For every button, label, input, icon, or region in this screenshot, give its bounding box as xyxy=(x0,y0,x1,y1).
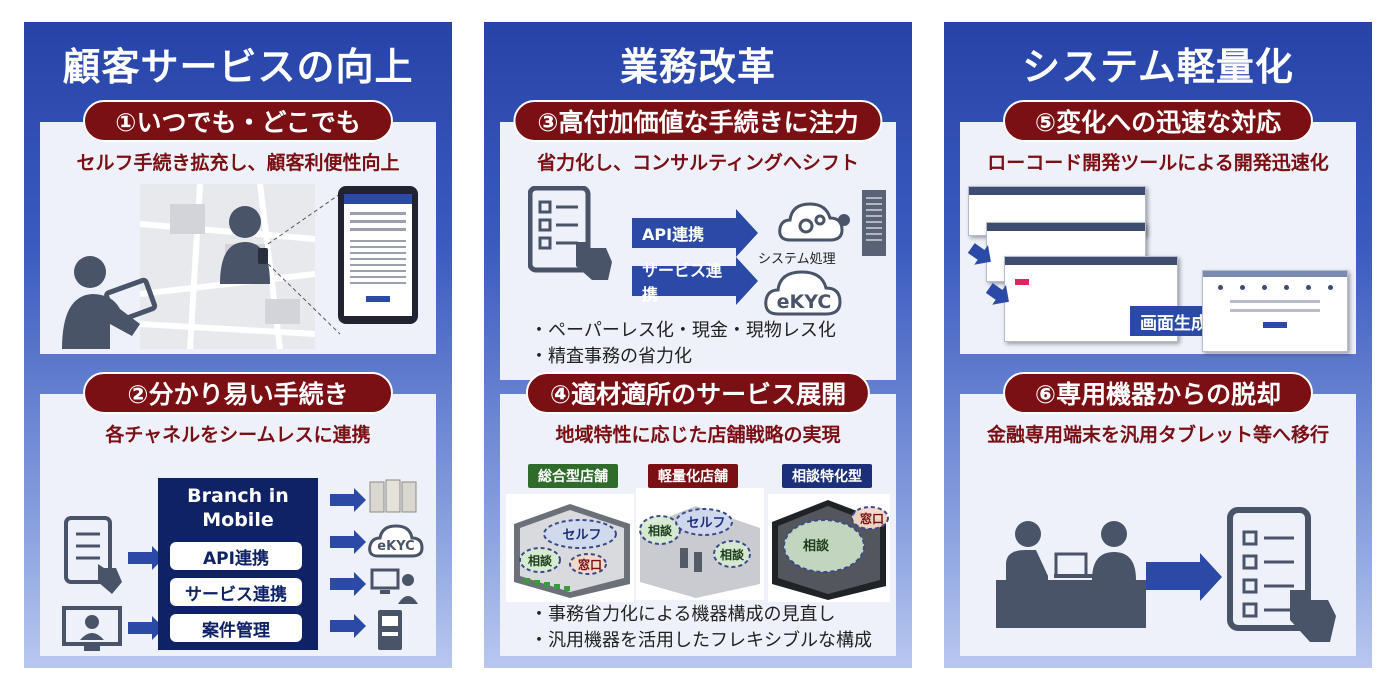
bullet-item: ・精査事務の省力化 xyxy=(530,346,692,367)
monitor-operator-icon xyxy=(62,606,122,651)
store-tag-light: 軽量化店舗 xyxy=(648,464,738,488)
column-title: システム軽量化 xyxy=(1022,45,1294,89)
map-person-icon xyxy=(220,206,270,284)
arrow-to-atm xyxy=(330,614,366,638)
arrow-tablet-to-hub xyxy=(128,546,164,570)
zone-consult: 相談 xyxy=(528,553,553,568)
tablet-checklist-icon xyxy=(1227,507,1336,642)
service-link-arrow: サービス連携 xyxy=(632,257,758,305)
column-title: 業務改革 xyxy=(619,45,776,89)
panel-right-place: ④適材適所のサービス展開 地域特性に応じた店舗戦略の実現 総合型店舗 軽量化店舗… xyxy=(500,372,896,656)
panel-pill: ⑥専用機器からの脱却 xyxy=(1003,372,1313,414)
arrow-to-teller xyxy=(330,572,366,596)
panel-easy-procedure: ②分かり易い手続き 各チャネルをシームレスに連携 Branch in Mobil… xyxy=(40,372,436,656)
service-link-button: サービス連携 xyxy=(170,578,302,606)
system-processing-label: システム処理 xyxy=(758,252,836,267)
store-floor-consult: 窓口 相談 xyxy=(768,494,890,602)
atm-icon xyxy=(378,610,402,650)
branch-in-mobile-title: Branch in Mobile xyxy=(187,485,289,531)
bullet-item: ・汎用機器を活用したフレキシブルな構成 xyxy=(530,630,872,651)
branch-in-mobile-box: Branch in Mobile API連携 サービス連携 案件管理 xyxy=(158,478,318,650)
column-system-lightweight: システム軽量化 ⑤変化への迅速な対応 ローコード開発ツールによる開発迅速化 画面… xyxy=(944,22,1372,668)
gear-cloud-icon xyxy=(778,202,850,242)
screen-generation-arrow: 画面生成 xyxy=(1130,297,1232,345)
panel-subtitle: セルフ手続き拡充し、顧客利便性向上 xyxy=(76,152,400,174)
panel-subtitle: 省力化し、コンサルティングへシフト xyxy=(537,152,859,174)
user-with-tablet-icon xyxy=(62,256,158,349)
bullet-item: ・ペーパーレス化・現金・現物レス化 xyxy=(530,320,836,341)
store-tag-consult: 相談特化型 xyxy=(782,464,872,488)
arrow-monitor-to-hub xyxy=(128,616,164,640)
tablet-icon xyxy=(64,516,122,594)
ekyc-label: eKYC xyxy=(377,539,414,554)
arrow-screen-2 xyxy=(985,283,1005,301)
bullet-item: ・事務省力化による機器構成の見直し xyxy=(530,604,836,625)
column-title: 顧客サービスの向上 xyxy=(62,45,414,89)
migrate-arrow xyxy=(1146,553,1222,601)
panel-pill: ⑤変化への迅速な対応 xyxy=(1003,100,1313,142)
generated-screen xyxy=(1202,270,1348,352)
panel-pill: ④適材適所のサービス展開 xyxy=(525,372,871,414)
column-business-reform: 業務改革 ③高付加価値な手続きに注力 省力化し、コンサルティングへシフト API… xyxy=(484,22,912,668)
teller-pc-icon xyxy=(370,568,418,604)
store-tag-general: 総合型店舗 xyxy=(528,464,618,488)
column-customer-service: 顧客サービスの向上 ①いつでも・どこでも セルフ手続き拡充し、顧客利便性向上 xyxy=(24,22,452,668)
store-types: 総合型店舗 軽量化店舗 相談特化型 セルフ 相談 窓口 xyxy=(506,464,890,604)
server-rack-icon xyxy=(369,479,417,513)
store-floor-general: セルフ 相談 窓口 xyxy=(506,494,634,602)
panel-pill: ②分かり易い手続き xyxy=(83,372,393,414)
zone-consult: 相談 xyxy=(720,547,745,562)
high-value-bullets: ・ペーパーレス化・現金・現物レス化 ・精査事務の省力化 xyxy=(530,318,836,370)
panel-subtitle: 金融専用端末を汎用タブレット等へ移行 xyxy=(986,424,1329,446)
store-floor-light: 相談 セルフ 相談 xyxy=(636,488,764,600)
panel-subtitle: ローコード開発ツールによる開発迅速化 xyxy=(987,152,1329,174)
map-tablet-illustration xyxy=(62,184,418,350)
panel-subtitle: 地域特性に応じた店舗戦略の実現 xyxy=(555,424,841,446)
arrow-to-ekyc xyxy=(330,530,366,554)
checklist-tablet-icon xyxy=(528,186,612,280)
ekyc-cloud-icon: eKYC xyxy=(764,270,842,316)
zone-counter: 窓口 xyxy=(860,511,884,526)
panel-leave-dedicated: ⑥専用機器からの脱却 金融専用端末を汎用タブレット等へ移行 xyxy=(960,372,1356,656)
right-place-bullets: ・事務省力化による機器構成の見直し ・汎用機器を活用したフレキシブルな構成 xyxy=(530,602,872,654)
arrow-screen-1 xyxy=(967,243,987,261)
ekyc-cloud-icon: eKYC xyxy=(368,524,424,558)
zone-consult: 相談 xyxy=(648,523,673,538)
zone-self: セルフ xyxy=(686,516,725,531)
server-tower-icon xyxy=(862,190,886,256)
api-link-button: API連携 xyxy=(170,542,302,570)
api-link-arrow: API連携 xyxy=(632,209,758,257)
panel-anytime-anywhere: ①いつでも・どこでも セルフ手続き拡充し、顧客利便性向上 xyxy=(40,100,436,354)
panel-high-value: ③高付加価値な手続きに注力 省力化し、コンサルティングへシフト API連携 サー… xyxy=(500,100,896,380)
arrow-to-server xyxy=(330,488,366,512)
panel-pill: ③高付加価値な手続きに注力 xyxy=(513,100,883,142)
ekyc-label: eKYC xyxy=(777,291,832,313)
zone-self: セルフ xyxy=(562,528,601,543)
panel-rapid-response: ⑤変化への迅速な対応 ローコード開発ツールによる開発迅速化 画面生成 xyxy=(960,100,1356,354)
case-management-button: 案件管理 xyxy=(170,614,302,642)
panel-subtitle: 各チャネルをシームレスに連携 xyxy=(105,424,371,446)
panel-pill: ①いつでも・どこでも xyxy=(83,100,393,142)
zone-consult: 相談 xyxy=(803,538,830,554)
zone-counter: 窓口 xyxy=(578,557,602,572)
counter-service-icon xyxy=(996,521,1146,628)
